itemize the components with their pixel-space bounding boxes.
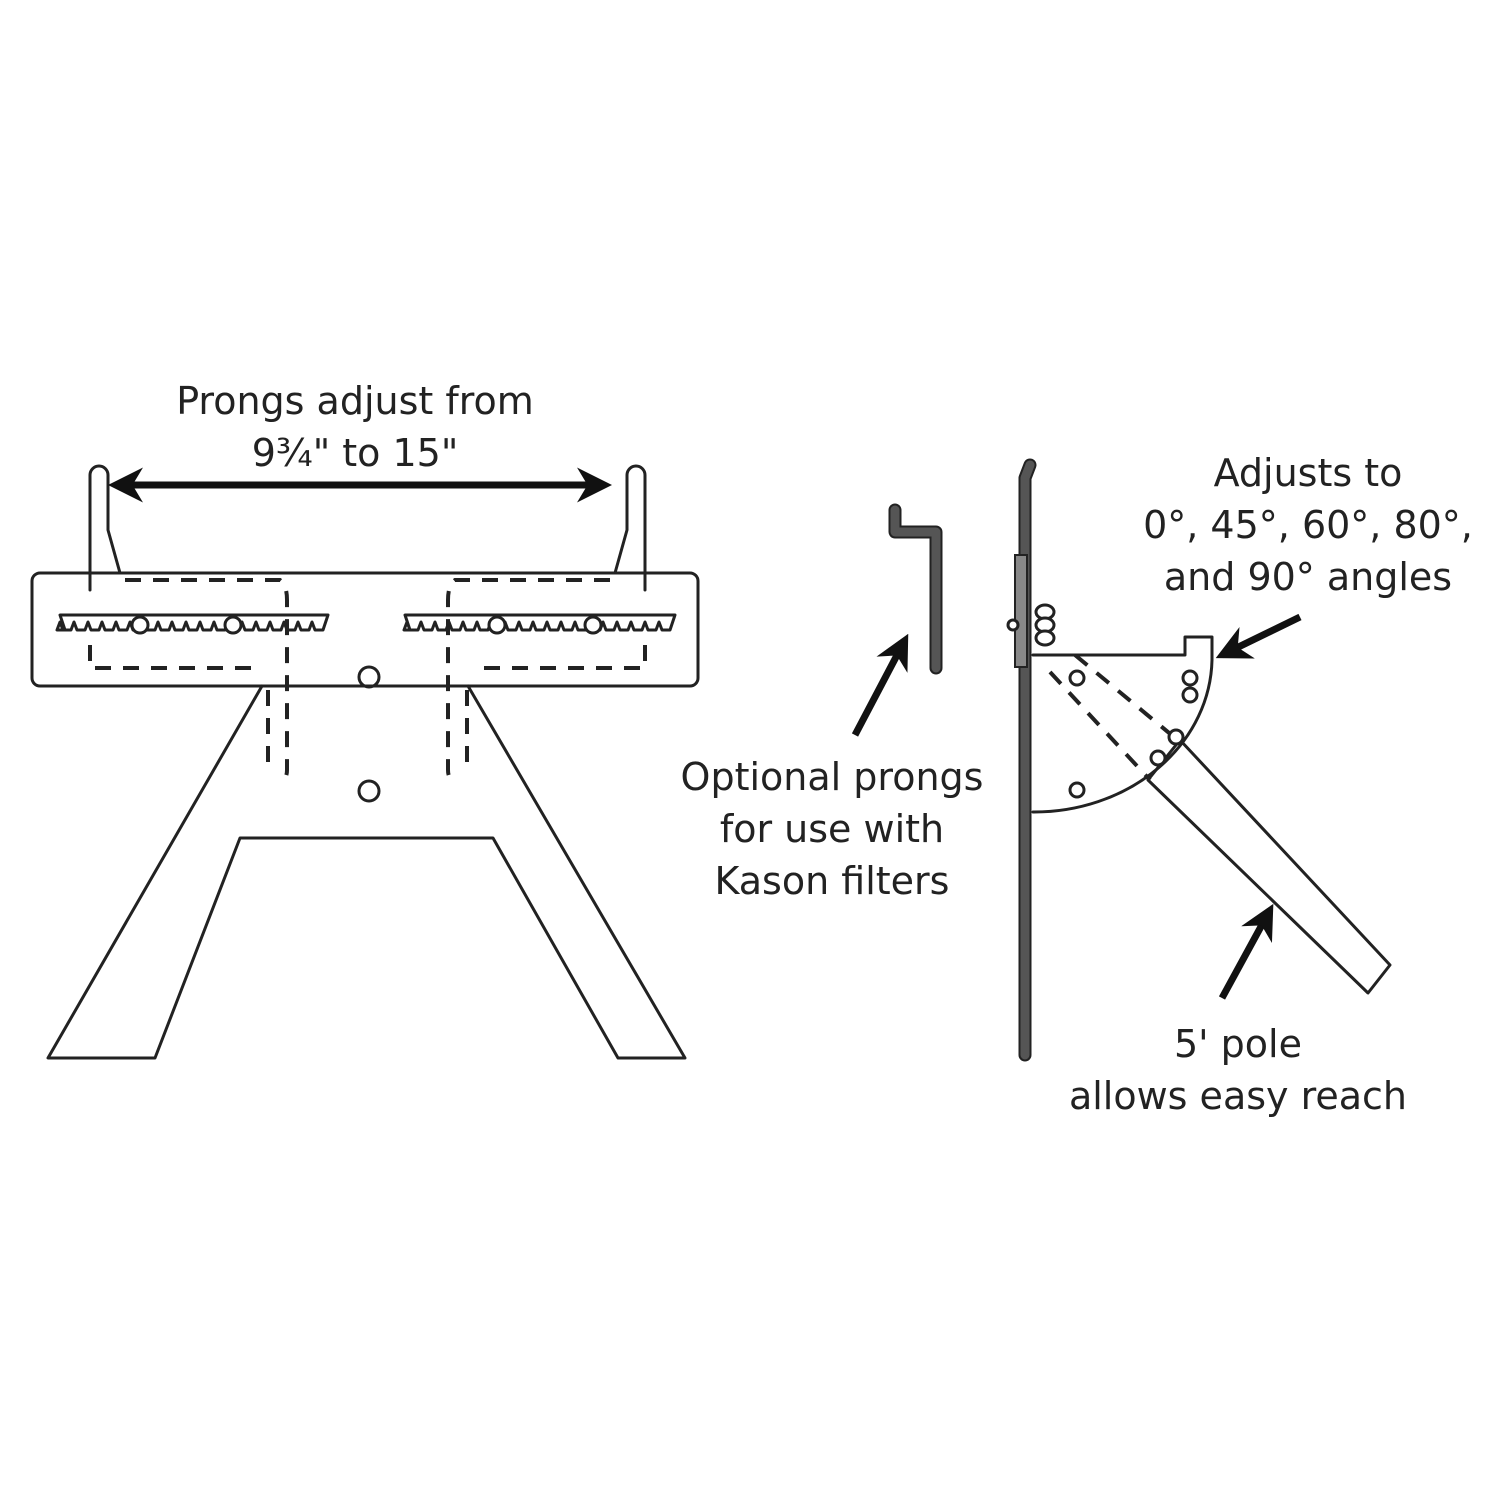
- left-prong: [88, 464, 122, 592]
- wing-nut-icon: [1006, 603, 1056, 647]
- fork-legs: [46, 684, 687, 1060]
- angle-arrow: [1215, 613, 1302, 659]
- right-prong: [613, 464, 647, 592]
- left-slot-track: [55, 613, 330, 635]
- prongs-adjust-label-line1: Prongs adjust from: [176, 379, 534, 423]
- pole-arrow: [1218, 903, 1274, 1000]
- adjusts-label-line3: and 90° angles: [1164, 555, 1452, 599]
- adjusts-label-line2: 0°, 45°, 60°, 80°,: [1143, 503, 1473, 547]
- front-view-tool-head: [30, 464, 700, 1060]
- hidden-prong-slider-right: [446, 578, 647, 782]
- optional-prong: [888, 503, 943, 675]
- angle-quadrant: [1031, 635, 1214, 814]
- optional-prongs-label-line1: Optional prongs: [681, 755, 984, 799]
- side-view-tool: [1006, 458, 1392, 1062]
- angle-holes: [1068, 669, 1199, 799]
- optional-prong-arrow: [851, 633, 909, 737]
- prongs-adjust-label-line2: 9¾" to 15": [252, 431, 459, 475]
- mount-plate: [1014, 554, 1028, 668]
- adjusts-label-line1: Adjusts to: [1214, 451, 1403, 495]
- pole-label-line1: 5' pole: [1174, 1022, 1302, 1066]
- pole: [1146, 738, 1392, 995]
- mount-hole: [357, 779, 381, 803]
- right-slot-track: [402, 613, 677, 635]
- mount-hole: [357, 665, 381, 689]
- optional-prongs-label-line2: for use with: [720, 807, 944, 851]
- hidden-pole-end: [1048, 653, 1182, 782]
- optional-prongs-label-line3: Kason filters: [715, 859, 950, 903]
- pole-label-line2: allows easy reach: [1069, 1074, 1407, 1118]
- hidden-prong-slider-left: [88, 578, 289, 782]
